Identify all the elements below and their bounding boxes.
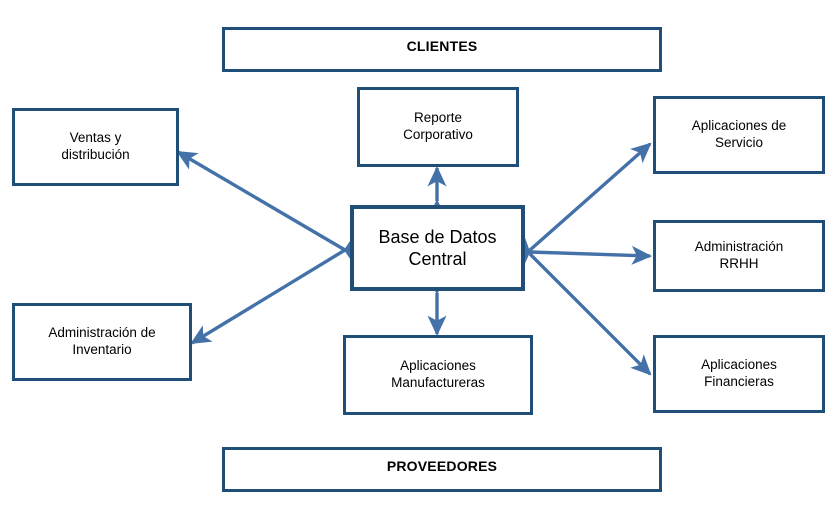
band-proveedores[interactable]: PROVEEDORES xyxy=(222,447,662,492)
connector-center-financieras xyxy=(510,234,652,376)
node-aplicaciones-financieras-label: Aplicaciones Financieras xyxy=(701,357,777,389)
band-clientes-label: CLIENTES xyxy=(406,38,478,54)
band-clientes[interactable]: CLIENTES xyxy=(222,27,662,72)
node-base-de-datos-central[interactable]: Base de Datos Central xyxy=(350,205,525,291)
node-aplicaciones-de-servicio[interactable]: Aplicaciones de Servicio xyxy=(653,96,825,174)
node-administracion-de-inventario-label: Administración de Inventario xyxy=(48,325,156,357)
node-reporte-corporativo-label: Reporte Corporativo xyxy=(403,110,473,142)
node-administracion-de-inventario[interactable]: Administración de Inventario xyxy=(12,303,192,381)
node-administracion-rrhh-label: Administración RRHH xyxy=(694,239,784,271)
node-reporte-corporativo[interactable]: Reporte Corporativo xyxy=(357,87,519,167)
node-aplicaciones-financieras[interactable]: Aplicaciones Financieras xyxy=(653,335,825,413)
node-administracion-rrhh[interactable]: Administración RRHH xyxy=(653,220,825,292)
connector-ventas-center xyxy=(176,150,366,268)
node-aplicaciones-manufactureras[interactable]: Aplicaciones Manufactureras xyxy=(343,335,533,415)
node-aplicaciones-de-servicio-label: Aplicaciones de Servicio xyxy=(691,118,787,150)
node-ventas-y-distribucion[interactable]: Ventas y distribución xyxy=(12,108,179,186)
node-base-de-datos-central-label: Base de Datos Central xyxy=(378,226,497,270)
connector-center-rrhh xyxy=(511,241,653,265)
band-proveedores-label: PROVEEDORES xyxy=(386,458,498,474)
connector-inventario-center xyxy=(190,232,366,345)
node-ventas-y-distribucion-label: Ventas y distribución xyxy=(61,130,130,162)
node-aplicaciones-manufactureras-label: Aplicaciones Manufactureras xyxy=(391,358,485,390)
connector-center-servicio xyxy=(509,142,652,270)
